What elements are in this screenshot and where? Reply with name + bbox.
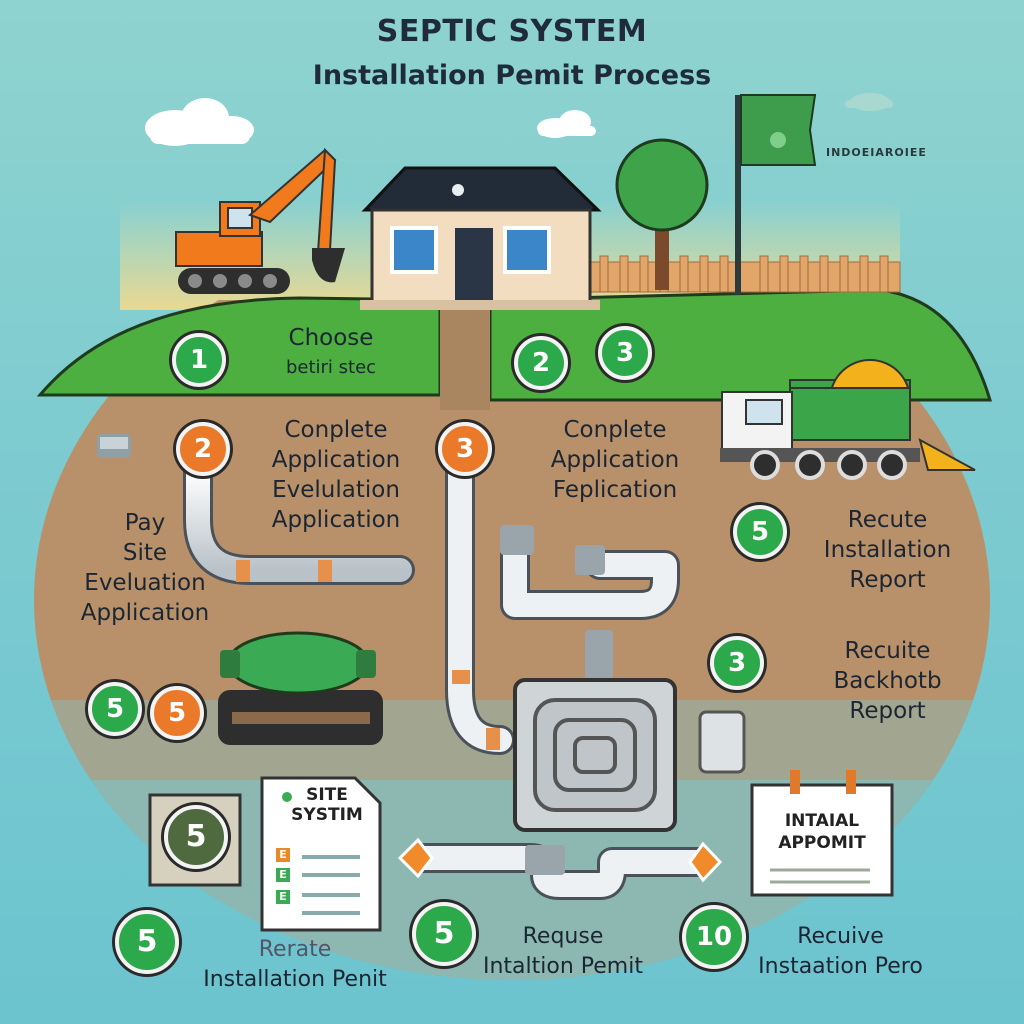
page-title: SEPTIC SYSTEM [376,14,648,49]
fence [589,255,901,293]
site-doc-checkbox-3: E [279,890,287,903]
document-icon [750,770,894,897]
box-badge: 5 [164,805,228,869]
dump-truck-icon [720,359,976,480]
step-badge-10: 10 [682,905,746,969]
pipe-icon [97,434,131,458]
septic-tank-icon [218,631,383,745]
document-icon [260,776,382,932]
house-icon [360,166,602,310]
site-doc-checkbox-2: E [279,868,287,881]
step-badge-2-top: 2 [514,336,568,390]
site-doc-text: SITE SYSTIM [291,785,363,825]
trench [440,300,490,410]
flag-label: INDOEIAROIEE [826,146,927,159]
arrow-icon [397,837,723,883]
step-badge-3-orange: 3 [438,422,492,476]
cloud-icon [145,98,254,146]
pipe-joint [190,460,500,750]
site-doc-checkbox-1: E [279,848,287,861]
step-badge-1: 1 [172,333,226,387]
page-subtitle: Installation Pemit Process [312,60,712,91]
step-label-choose: Choose betiri stec [285,325,377,378]
step-badge-3-recuite: 3 [710,636,764,690]
cloud-icon [537,110,596,138]
permit-doc-text: INTAIAL APPOMIT [778,811,866,853]
grass [36,296,442,397]
cloud-icon [845,93,893,111]
step-badge-2-orange: 2 [176,422,230,476]
tree-icon [615,138,709,290]
step-badge-5-recute: 5 [733,505,787,559]
step-badge-5-left: 5 [88,682,142,736]
step-badge-5-bottom-left: 5 [115,910,179,974]
excavator-icon [175,147,345,294]
flag-icon [735,94,817,295]
step-badge-5-bottom-mid: 5 [412,902,476,966]
step-badge-3-top: 3 [598,326,652,380]
step-badge-5-orange: 5 [150,686,204,740]
septic-tank-icon [513,678,677,832]
